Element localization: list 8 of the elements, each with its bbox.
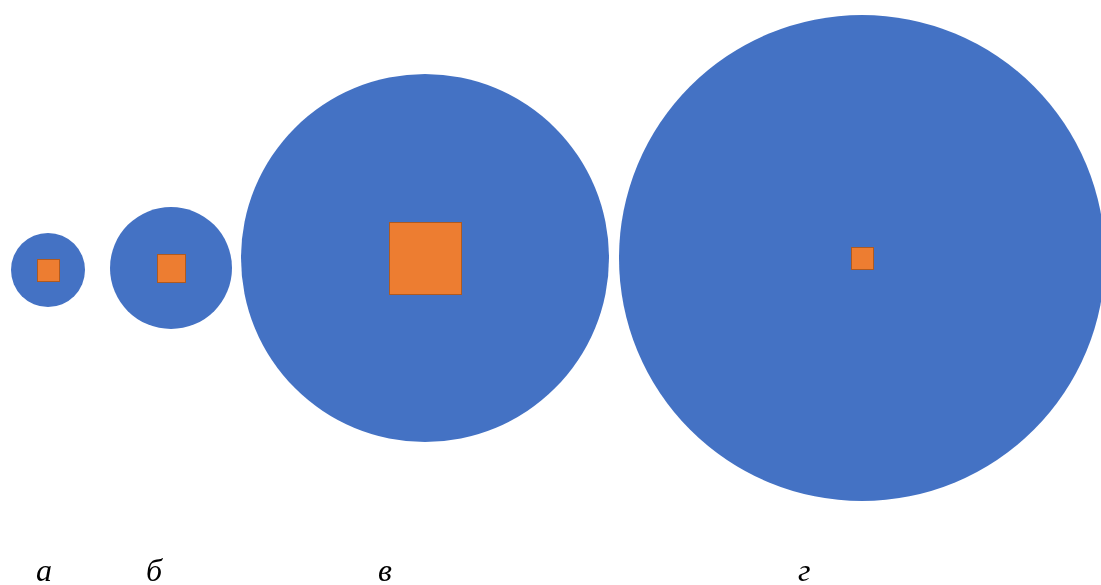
panel-letter: г [798, 552, 811, 585]
square-shape [388, 221, 462, 295]
panel-letter: б [146, 552, 163, 585]
panel-letter: а [36, 552, 52, 585]
square-shape [156, 253, 186, 283]
square-shape [36, 258, 60, 282]
panel-letter: в [378, 552, 392, 585]
square-shape [850, 246, 874, 270]
